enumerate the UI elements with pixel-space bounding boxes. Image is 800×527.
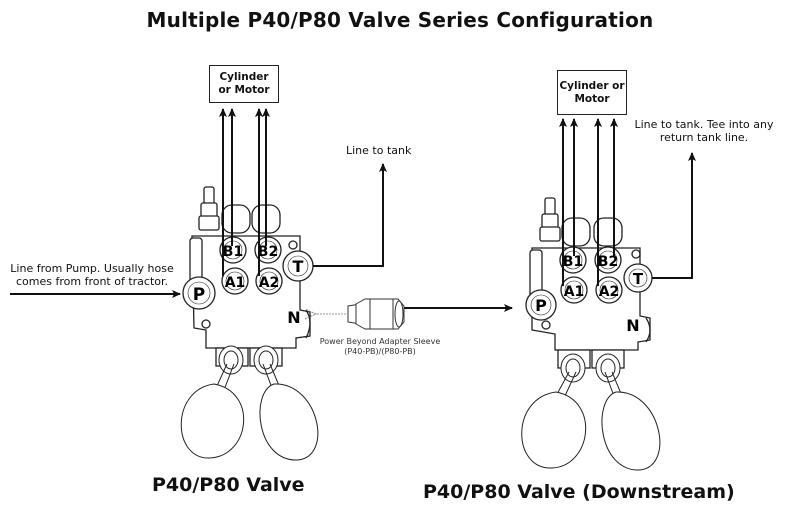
- actuator-box-2-line2: Motor: [574, 92, 610, 105]
- power-beyond-adapter: [316, 298, 405, 330]
- valve-2-lines: [559, 118, 696, 286]
- valve-1-handles: [180, 345, 319, 461]
- port-b2-label: B2: [258, 244, 278, 260]
- valve-2-handles: [521, 353, 661, 471]
- adapter-label: Power Beyond Adapter Sleeve (P40-PB)/(P8…: [310, 337, 450, 357]
- port-b1-label: B1: [223, 244, 243, 260]
- port-a2-label-2: A2: [599, 284, 620, 300]
- pump-line-label: Line from Pump. Usually hose comes from …: [4, 262, 180, 288]
- tank-label-2-line2: return tank line.: [659, 131, 749, 144]
- tank-label-2: Line to tank. Tee into any return tank l…: [614, 118, 794, 144]
- tank-label-1: Line to tank: [346, 144, 412, 157]
- port-b1-label-2: B1: [563, 254, 583, 270]
- actuator-box-1-line2: or Motor: [218, 84, 270, 96]
- pump-line-label-line1: Line from Pump. Usually hose: [10, 262, 174, 275]
- actuator-box-2-line1: Cylinder or: [559, 79, 625, 92]
- port-n-label-2: N: [626, 316, 639, 335]
- valve-1-title: P40/P80 Valve: [152, 474, 305, 496]
- valve-2-ports: [525, 246, 653, 343]
- adapter-label-line1: Power Beyond Adapter Sleeve: [319, 337, 441, 346]
- adapter-label-line2: (P40-PB)/(P80-PB): [344, 347, 416, 356]
- line-tank-1: [313, 163, 387, 267]
- port-t-label: T: [293, 257, 304, 276]
- port-p-label: P: [193, 285, 205, 305]
- diagram-title: Multiple P40/P80 Valve Series Configurat…: [146, 8, 654, 32]
- port-a1-label-2: A1: [564, 284, 585, 300]
- port-a2-label: A2: [259, 275, 280, 291]
- valve-1-lines: [10, 108, 513, 312]
- valve-2-title: P40/P80 Valve (Downstream): [423, 481, 735, 503]
- tank-label-2-line1: Line to tank. Tee into any: [634, 118, 774, 131]
- port-t-label-2: T: [633, 270, 644, 288]
- port-p-label-2: P: [535, 296, 547, 315]
- actuator-box-1-line1: Cylinder: [219, 71, 269, 83]
- valve-1-ports: [182, 236, 314, 339]
- port-a1-label: A1: [225, 275, 246, 291]
- line-tank-2: [652, 152, 696, 279]
- port-b2-label-2: B2: [598, 254, 618, 270]
- port-n-label: N: [287, 308, 300, 327]
- pump-line-label-line2: comes from front of tractor.: [15, 275, 169, 288]
